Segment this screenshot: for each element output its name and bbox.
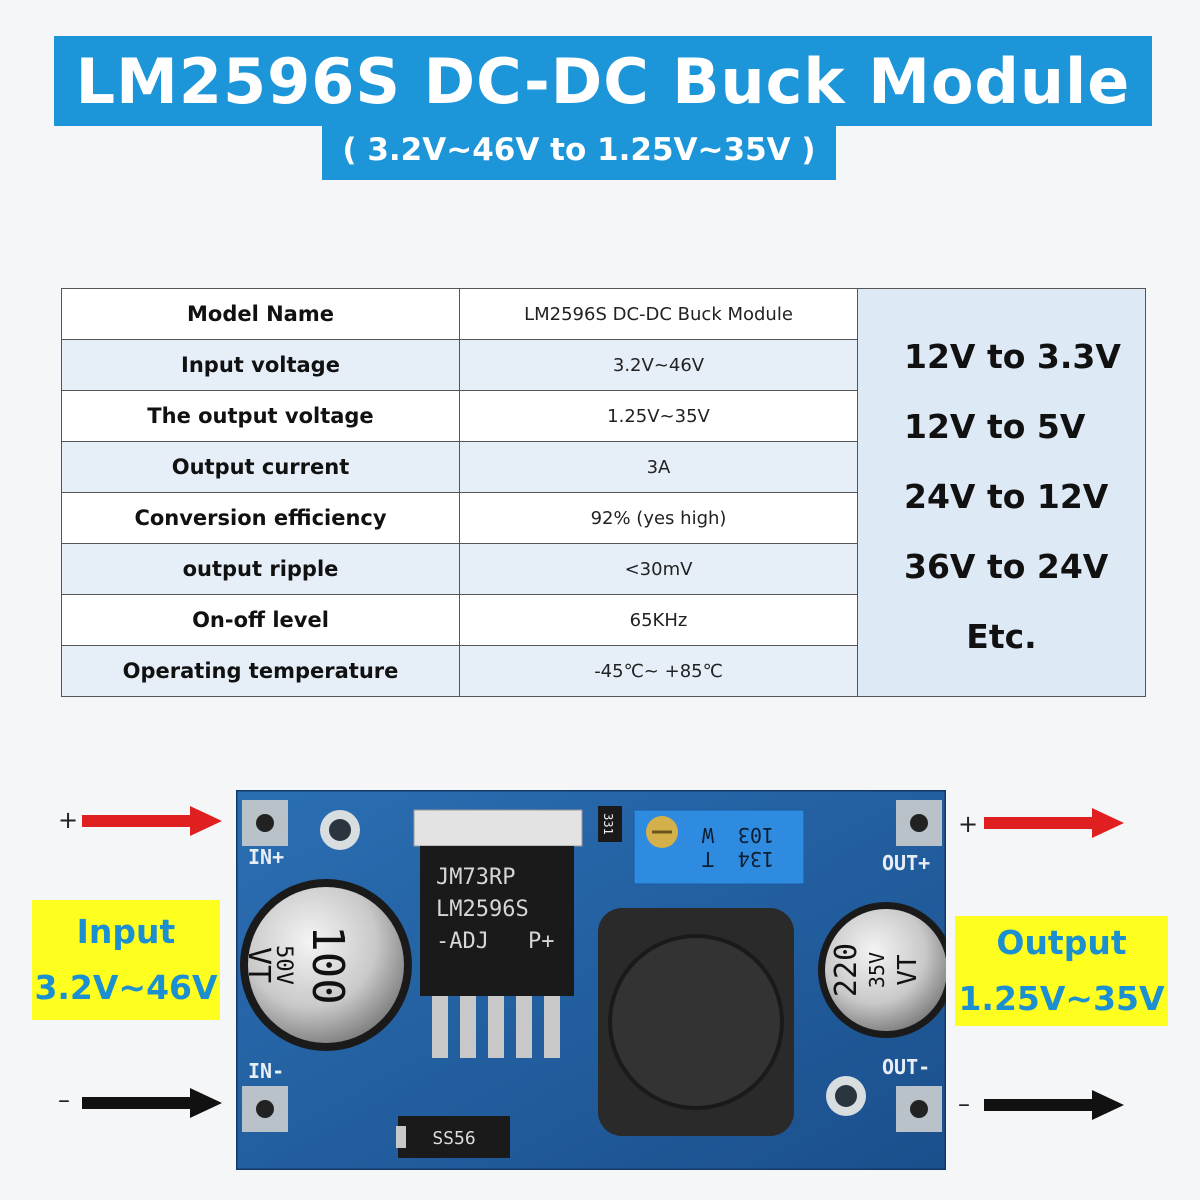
title-banner: LM2596S DC-DC Buck Module: [54, 36, 1152, 126]
spec-label: Output current: [61, 441, 460, 493]
table-row: Operating temperature -45℃~ +85℃: [61, 645, 1146, 697]
example-item: 36V to 24V: [904, 547, 1109, 586]
example-item: 24V to 12V: [904, 477, 1109, 516]
ic-marking-1: JM73RP: [436, 865, 515, 890]
spec-label: output ripple: [61, 543, 460, 595]
example-item: 12V to 3.3V: [904, 337, 1121, 376]
spec-value: -45℃~ +85℃: [459, 645, 858, 697]
spec-label: Model Name: [61, 288, 460, 340]
output-minus-sign: –: [958, 1090, 970, 1118]
pad-label-out-plus: OUT+: [882, 851, 930, 875]
lm2596-ic: [420, 846, 574, 996]
spec-value: 3A: [459, 441, 858, 493]
table-row: output ripple <30mV: [61, 543, 1146, 595]
table-row: On-off level 65KHz: [61, 594, 1146, 646]
cap-out-value: 220: [829, 943, 864, 997]
diode-marking: SS56: [432, 1128, 475, 1149]
buck-module-photo: IN+ IN- OUT+ OUT- 100 50V VT JM73RP LM25…: [234, 788, 954, 1172]
spec-label: Input voltage: [61, 339, 460, 391]
output-title: Output: [996, 923, 1127, 962]
page-title: LM2596S DC-DC Buck Module: [75, 44, 1131, 118]
ic-marking-3: -ADJ: [436, 929, 489, 954]
spec-value: <30mV: [459, 543, 858, 595]
pot-marking-2: T: [702, 847, 714, 871]
spec-label: Conversion efficiency: [61, 492, 460, 544]
pot-marking-1: 134: [738, 847, 774, 871]
pad-label-in-plus: IN+: [248, 845, 284, 869]
output-range: 1.25V~35V: [958, 979, 1165, 1018]
pad-label-out-minus: OUT-: [882, 1055, 930, 1079]
cap-in-value: 100: [302, 925, 353, 1004]
example-item: 12V to 5V: [904, 407, 1086, 446]
table-row: Input voltage 3.2V~46V: [61, 339, 1146, 391]
diode: [398, 1116, 510, 1158]
ic-heatsink-tab: [413, 809, 583, 847]
cap-in-brand: VT: [241, 947, 276, 983]
pot-marking-4: W: [701, 823, 714, 847]
cap-out-voltage: 35V: [865, 952, 889, 988]
table-row: The output voltage 1.25V~35V: [61, 390, 1146, 442]
pad-label-in-minus: IN-: [248, 1059, 284, 1083]
conversion-examples: 12V to 3.3V 12V to 5V 24V to 12V 36V to …: [857, 288, 1146, 697]
example-item: Etc.: [966, 617, 1037, 656]
output-negative-arrow: [984, 1090, 1124, 1120]
pcb-board: IN+ IN- OUT+ OUT- 100 50V VT JM73RP LM25…: [234, 788, 954, 1172]
spec-label: Operating temperature: [61, 645, 460, 697]
cap-out-brand: VT: [893, 954, 923, 986]
cap-in-voltage: 50V: [271, 945, 296, 985]
pot-marking-3: 103: [738, 823, 774, 847]
table-row: Output current 3A: [61, 441, 1146, 493]
ic-marking-4: P+: [528, 929, 555, 954]
resistor-marking: 331: [601, 813, 615, 835]
ic-marking-2: LM2596S: [436, 897, 529, 922]
output-positive-arrow: [984, 808, 1124, 838]
output-label: Output 1.25V~35V: [955, 916, 1168, 1026]
input-plus-sign: +: [58, 806, 79, 834]
input-positive-arrow: [82, 806, 222, 836]
table-row: Conversion efficiency 92% (yes high): [61, 492, 1146, 544]
input-title: Input: [76, 912, 176, 951]
input-range: 3.2V~46V: [34, 968, 218, 1007]
spec-value: 65KHz: [459, 594, 858, 646]
spec-value: 92% (yes high): [459, 492, 858, 544]
table-row: Model Name LM2596S DC-DC Buck Module 12V…: [61, 288, 1146, 697]
spec-table: Model Name LM2596S DC-DC Buck Module 12V…: [61, 288, 1146, 697]
spec-value: LM2596S DC-DC Buck Module: [459, 288, 858, 340]
spec-label: On-off level: [61, 594, 460, 646]
page-subtitle: ( 3.2V~46V to 1.25V~35V ): [342, 132, 816, 168]
resistor: [598, 806, 622, 842]
spec-value: 3.2V~46V: [459, 339, 858, 391]
input-minus-sign: –: [58, 1086, 70, 1114]
subtitle-banner: ( 3.2V~46V to 1.25V~35V ): [322, 120, 836, 180]
input-negative-arrow: [82, 1088, 222, 1118]
input-label: Input 3.2V~46V: [32, 900, 220, 1020]
spec-value: 1.25V~35V: [459, 390, 858, 442]
spec-label: The output voltage: [61, 390, 460, 442]
output-plus-sign: +: [958, 810, 979, 838]
